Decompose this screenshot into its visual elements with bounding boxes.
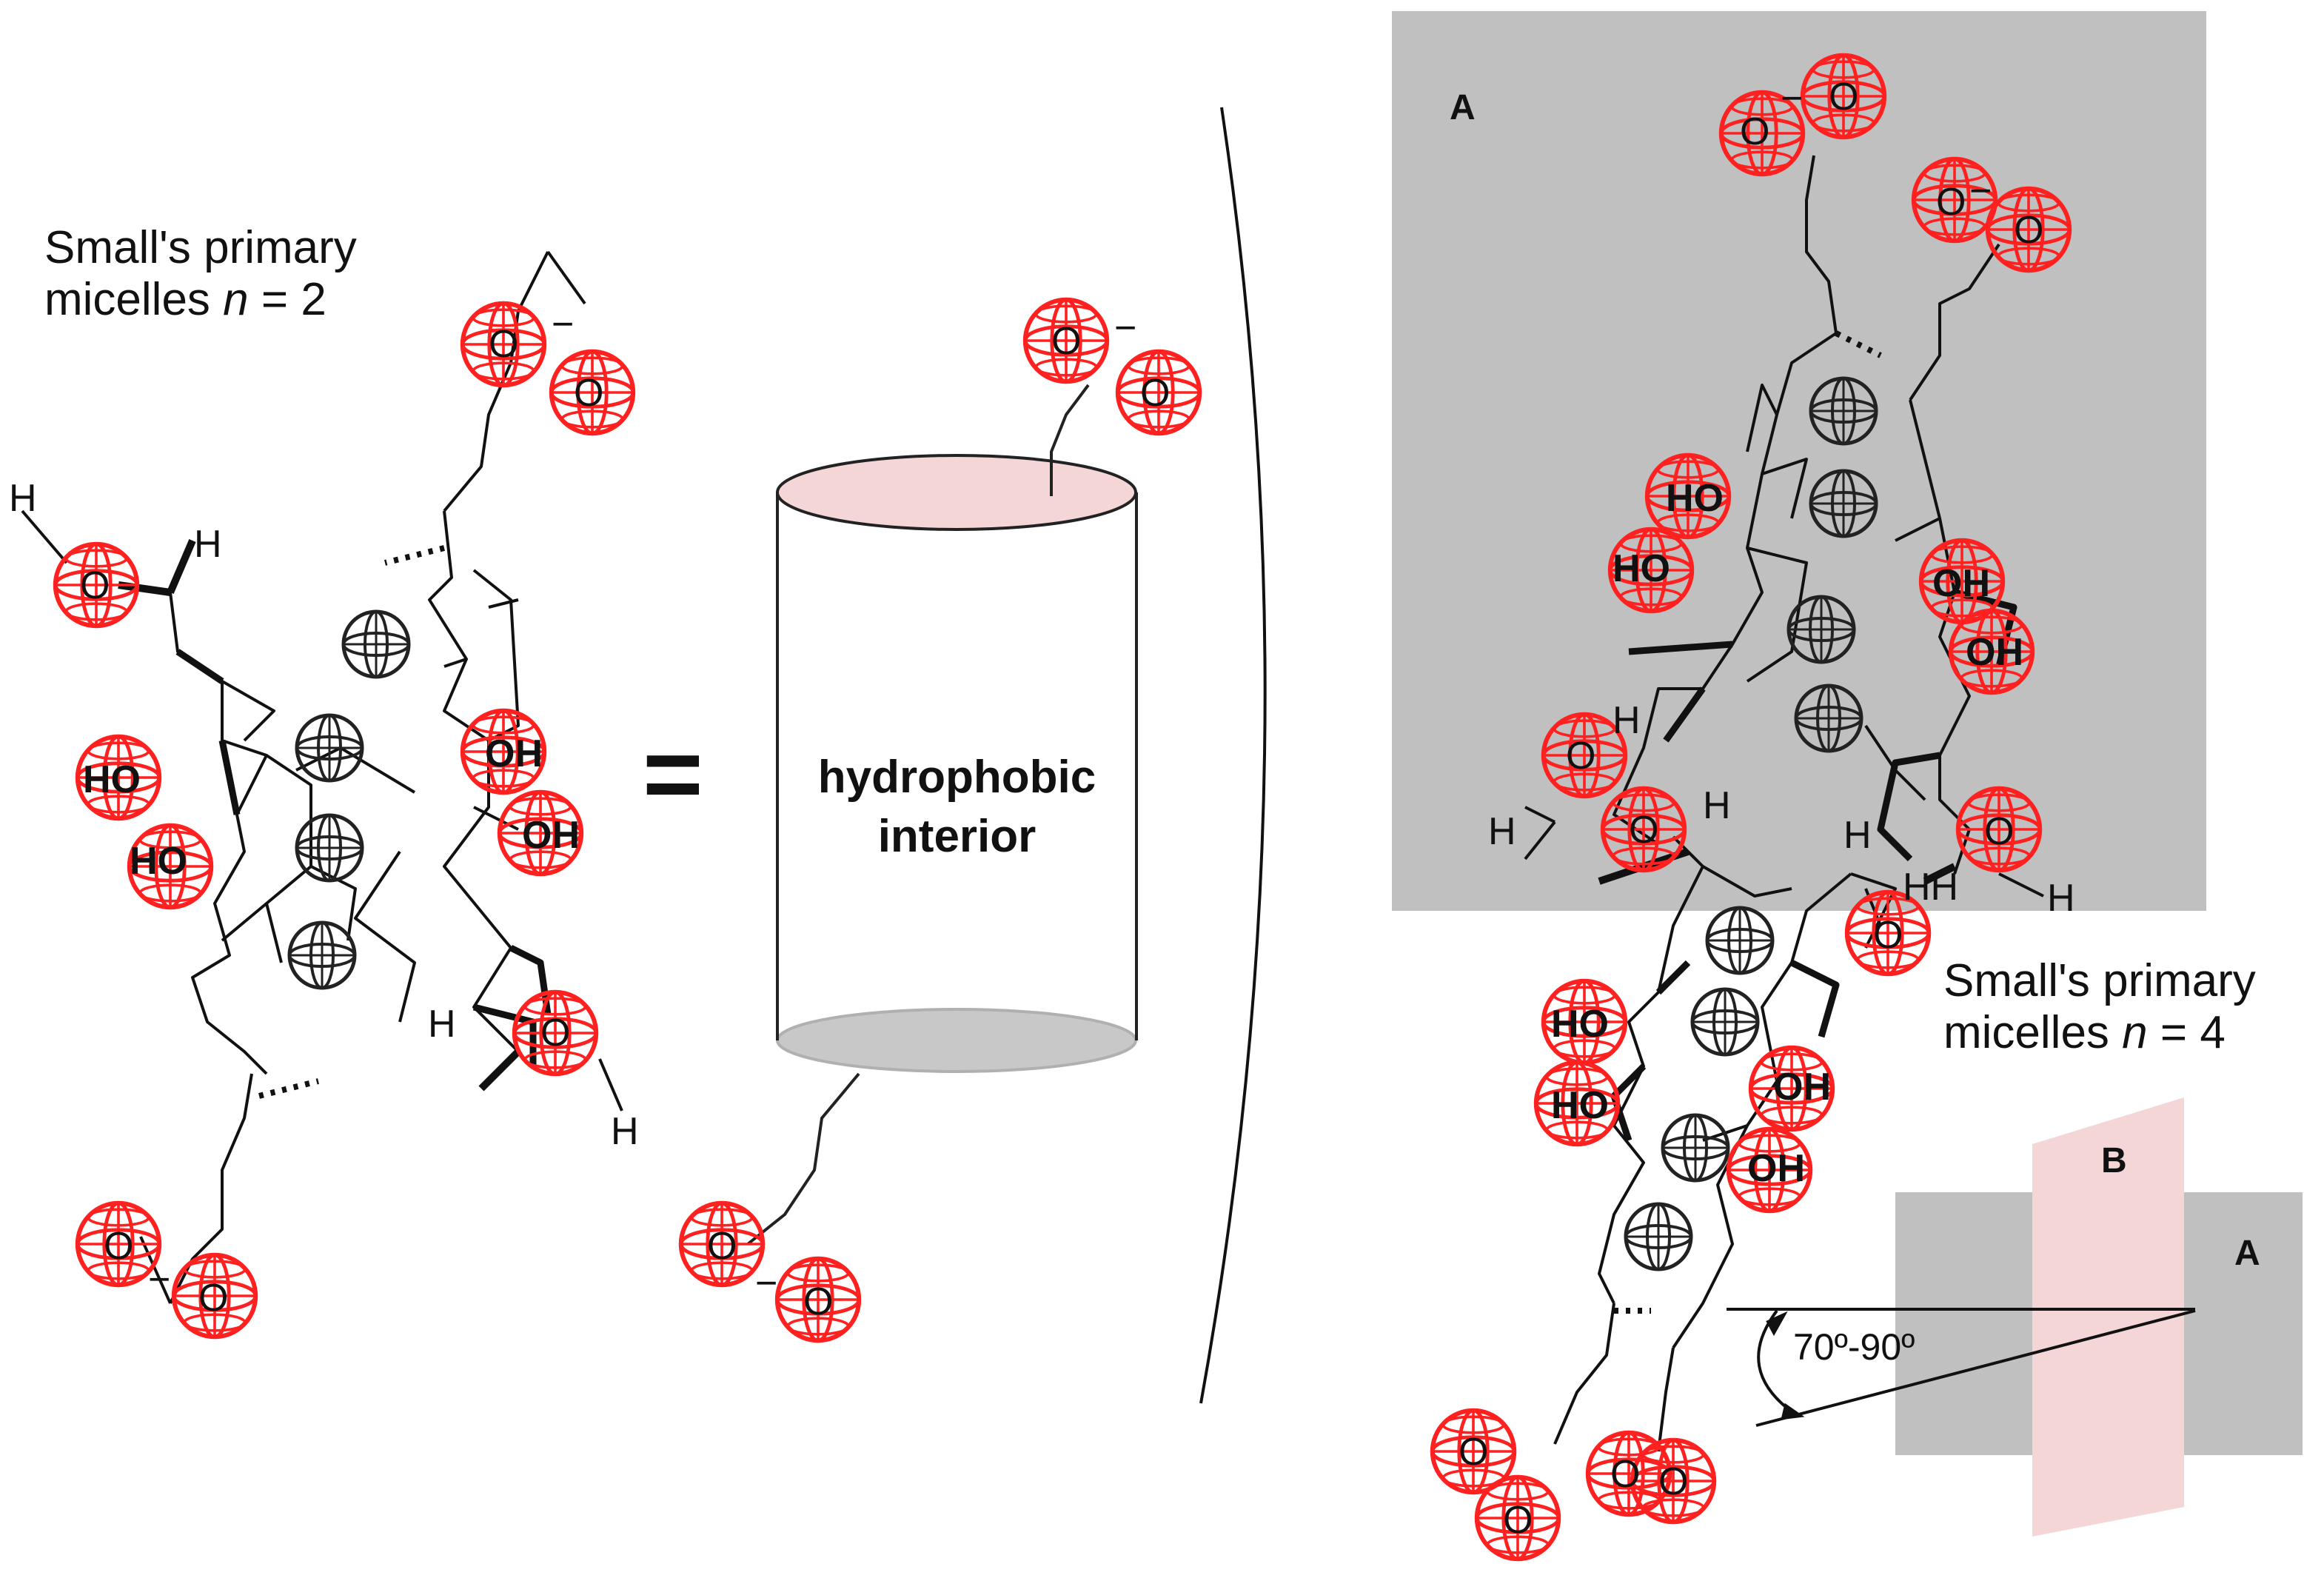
oxygen-label: O — [1873, 914, 1903, 957]
methyl-sphere-icon — [1796, 686, 1861, 751]
methyl-sphere-icon — [1626, 1204, 1691, 1269]
oxygen-label: O — [540, 1012, 570, 1054]
cylinder-bottom — [776, 1008, 1137, 1073]
hydrogen-label: H — [1613, 699, 1641, 742]
inset-plane-b — [2032, 1097, 2184, 1537]
cylinder-drawing — [746, 384, 1138, 1246]
charge-label: − — [552, 303, 574, 346]
charge-label: − — [148, 1258, 170, 1301]
methyl-sphere-icon — [289, 923, 355, 988]
hydroxyl-label: HO — [1551, 1084, 1609, 1127]
hydroxyl-label: OH — [1773, 1066, 1831, 1109]
charge-label: − — [1114, 307, 1136, 350]
bracket-arc — [1199, 107, 1267, 1404]
hydrogen-label: H — [1703, 784, 1731, 827]
cylinder-label: hydrophobic interior — [777, 748, 1136, 866]
left-caption-line1: Small's primary — [44, 222, 357, 273]
equals-sign: = — [643, 715, 703, 832]
hydroxyl-label: HO — [1551, 1003, 1609, 1046]
oxygen-label: O — [104, 1225, 133, 1268]
charge-label: − — [1781, 77, 1803, 120]
oxygen-label: O — [1566, 735, 1595, 778]
methyl-sphere-icon — [1811, 378, 1876, 444]
oxygen-label: O — [1984, 810, 2014, 853]
methyl-sphere-icon — [1811, 471, 1876, 536]
hydroxyl-label: HO — [83, 758, 141, 801]
cylinder-top — [776, 454, 1137, 531]
right-caption: Small's primary micelles n = 4 — [1943, 955, 2256, 1059]
hydroxyl-label: HO — [1613, 547, 1670, 590]
hydrogen-label: H — [428, 1003, 456, 1046]
left-caption-line2: micelles n = 2 — [44, 274, 327, 325]
oxygen-label: O — [1936, 181, 1966, 224]
right-tetramer-skeleton — [1524, 155, 2044, 1452]
methyl-sphere-icon — [1789, 597, 1854, 662]
cylinder-body — [777, 492, 1136, 1040]
left-dimer-skeleton — [21, 250, 623, 1304]
oxygen-label: O — [198, 1277, 228, 1320]
charge-label: − — [1969, 170, 1992, 213]
hydrogen-label: H — [2047, 877, 2075, 920]
n-variable: n — [223, 274, 249, 325]
oxygen-label: O — [574, 372, 603, 415]
hydrogen-label: H — [9, 477, 37, 520]
oxygen-label: O — [1140, 372, 1170, 415]
inset-plane-b-label: B — [2101, 1141, 2127, 1180]
oxygen-label: O — [1658, 1460, 1688, 1503]
methyl-sphere-icon — [344, 612, 409, 677]
cylinder-label-line1: hydrophobic — [817, 752, 1096, 803]
hydroxyl-label: OH — [1932, 562, 1990, 605]
inset-plane-a-label: A — [2234, 1234, 2260, 1273]
hydroxyl-label: OH — [522, 814, 580, 857]
angle-lines — [1727, 1308, 2196, 1427]
hydroxyl-label: OH — [485, 732, 543, 775]
oxygen-label: O — [803, 1280, 833, 1323]
hydrogen-label: H — [1844, 814, 1872, 857]
oxygen-label: O — [1629, 809, 1658, 852]
oxygen-label: O — [1503, 1499, 1533, 1542]
oxygen-label: O — [2014, 209, 2043, 252]
oxygen-label: O — [1740, 110, 1769, 153]
charge-label: − — [755, 1262, 777, 1305]
hydroxyl-label: OH — [1747, 1147, 1805, 1190]
methyl-sphere-icon — [297, 715, 362, 781]
methyl-sphere-icon — [1707, 908, 1772, 973]
hydroxyl-label: OH — [1966, 631, 2023, 674]
oxygen-label: O — [80, 564, 110, 607]
cylinder-label-line2: interior — [877, 811, 1037, 862]
angle-label: 70º-90º — [1793, 1326, 1915, 1368]
n-variable: n — [2122, 1007, 2148, 1058]
oxygen-label: O — [1610, 1453, 1640, 1496]
hydrogen-label: H — [611, 1110, 639, 1153]
hydrogen-label: H — [1488, 810, 1516, 853]
oxygen-label: O — [1051, 320, 1081, 363]
left-caption: Small's primary micelles n = 2 — [44, 222, 357, 326]
hydroxyl-label: HO — [130, 840, 187, 883]
methyl-sphere-icon — [1663, 1115, 1728, 1180]
oxygen-label: O — [489, 323, 518, 366]
hydroxyl-label: HO — [1666, 477, 1724, 520]
oxygen-label: O — [1829, 76, 1858, 118]
oxygen-label: O — [1459, 1431, 1488, 1474]
oxygen-label: O — [707, 1225, 737, 1268]
double-hydrogen-label: HH — [1903, 866, 1958, 909]
plane-a-label: A — [1450, 88, 1476, 127]
right-caption-line1: Small's primary — [1943, 955, 2256, 1006]
right-caption-line2: micelles n = 4 — [1943, 1007, 2226, 1058]
methyl-sphere-icon — [1692, 989, 1758, 1054]
hydrogen-label: H — [194, 523, 222, 566]
methyl-sphere-icon — [297, 815, 362, 880]
